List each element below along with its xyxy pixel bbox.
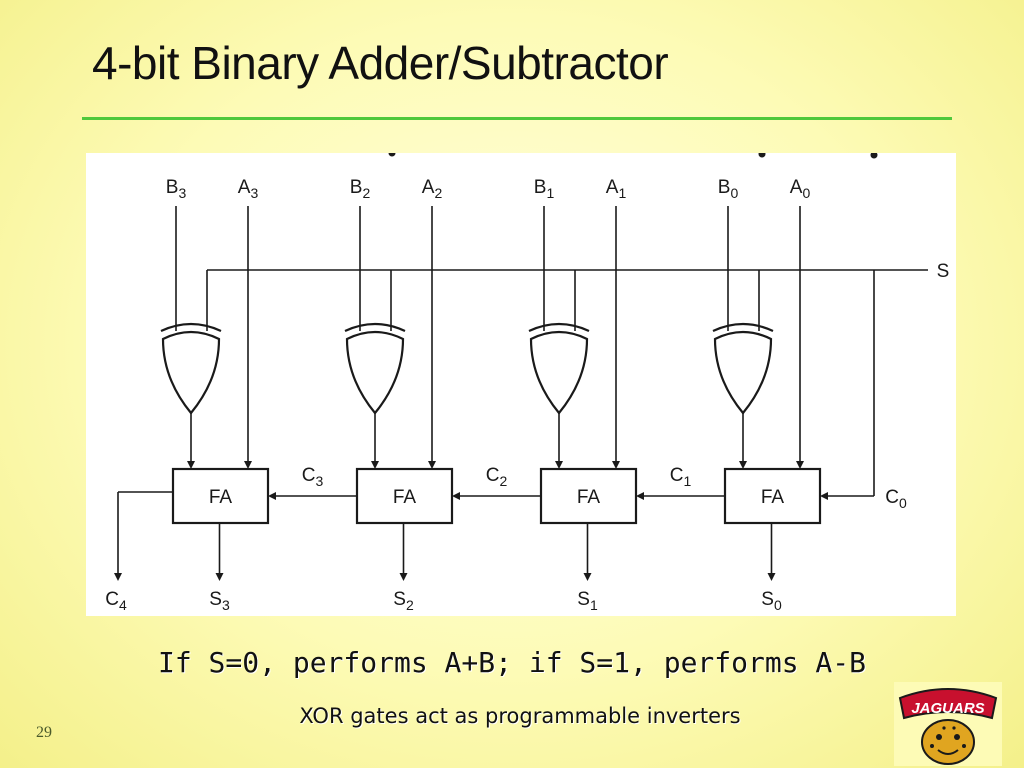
carry-label: C1: [670, 465, 692, 489]
sum-output-arrow: [215, 573, 224, 581]
junction-dot: [388, 153, 396, 157]
a-input-label: A3: [238, 177, 259, 201]
full-adder-label: FA: [577, 487, 601, 508]
sum-output-label: S1: [577, 589, 598, 613]
xor-output-arrow: [555, 461, 563, 469]
b-input-label: B0: [718, 177, 739, 201]
b-input-label: B3: [166, 177, 187, 201]
xor-gate-arc: [528, 322, 590, 332]
xor-output-arrow: [371, 461, 379, 469]
sum-output-label: S2: [393, 589, 414, 613]
full-adder-label: FA: [393, 487, 417, 508]
a-input-label: A2: [422, 177, 443, 201]
junction-dot: [870, 153, 878, 159]
xor-gate-arc: [712, 322, 774, 332]
sum-output-label: S0: [761, 589, 782, 613]
c0-label: C0: [885, 487, 907, 511]
full-adder-label: FA: [209, 487, 233, 508]
xor-gate-arc: [344, 322, 406, 332]
c4-label: C4: [105, 589, 127, 613]
a-input-arrow: [244, 461, 252, 469]
full-adder-block: [723, 467, 822, 525]
xor-gate: [345, 330, 405, 415]
a-input-arrow: [428, 461, 436, 469]
logo-wordmark: JAGUARS: [911, 700, 984, 717]
operation-caption: If S=0, performs A+B; if S=1, performs A…: [157, 646, 866, 679]
full-adder-block: [539, 467, 638, 525]
xor-gate: [529, 330, 589, 415]
xor-caption: XOR gates act as programmable inverters: [299, 704, 741, 728]
full-adder-block: [355, 467, 454, 525]
b-input-label: B1: [534, 177, 555, 201]
carry-arrow: [452, 492, 460, 500]
sum-output-arrow: [399, 573, 408, 581]
s-label: S: [937, 261, 950, 282]
sum-output-label: S3: [209, 589, 230, 613]
a-input-label: A1: [606, 177, 627, 201]
xor-gate: [161, 330, 221, 415]
b-input-label: B2: [350, 177, 371, 201]
xor-output-arrow: [187, 461, 195, 469]
xor-gate-arc: [160, 322, 222, 332]
junction-dot: [758, 153, 766, 158]
carry-label: C2: [486, 465, 508, 489]
jaguars-logo: JAGUARS: [894, 682, 1002, 766]
page-number: 29: [36, 724, 52, 741]
carry-arrow: [268, 492, 276, 500]
c0-arrow: [820, 492, 828, 500]
xor-output-arrow: [739, 461, 747, 469]
a-input-arrow: [612, 461, 620, 469]
sum-output-arrow: [767, 573, 776, 581]
xor-gate: [713, 330, 773, 415]
title-divider: [82, 117, 952, 120]
a-input-arrow: [796, 461, 804, 469]
a-input-label: A0: [790, 177, 811, 201]
carry-label: C3: [302, 465, 324, 489]
sum-output-arrow: [583, 573, 592, 581]
full-adder-label: FA: [761, 487, 785, 508]
carry-arrow: [636, 492, 644, 500]
c4-arrow: [114, 573, 122, 581]
slide-title: 4-bit Binary Adder/Subtractor: [92, 37, 669, 89]
